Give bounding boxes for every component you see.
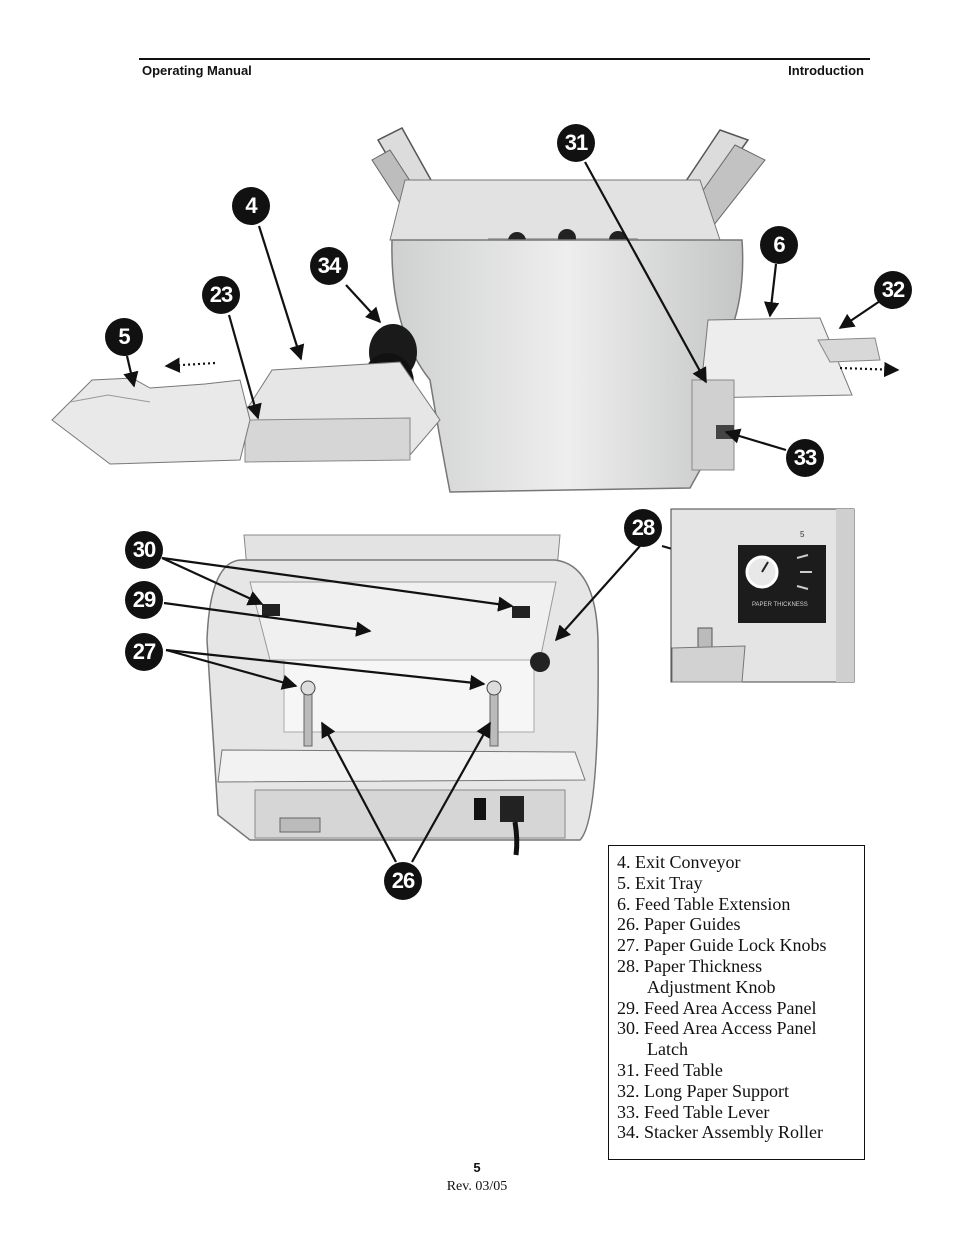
legend-item: 29. Feed Area Access Panel bbox=[617, 997, 817, 1018]
legend-item: 33. Feed Table Lever bbox=[617, 1101, 770, 1122]
callout-23: 23 bbox=[202, 276, 240, 314]
callout-27: 27 bbox=[125, 633, 163, 671]
revision-date: Rev. 03/05 bbox=[446, 1179, 508, 1194]
legend-item: 27. Paper Guide Lock Knobs bbox=[617, 935, 827, 956]
callout-5: 5 bbox=[105, 318, 143, 356]
header-rule bbox=[139, 58, 870, 60]
inset-number: 5 bbox=[800, 530, 805, 539]
header-right: Introduction bbox=[788, 63, 864, 78]
callout-32: 32 bbox=[874, 271, 912, 309]
parts-legend: 4. Exit Conveyor 5. Exit Tray 6. Feed Ta… bbox=[608, 845, 865, 1160]
page-number: 5 bbox=[473, 1160, 481, 1175]
callout-33: 33 bbox=[786, 439, 824, 477]
folder-machine-top-view bbox=[51, 127, 881, 493]
callout-4: 4 bbox=[232, 187, 270, 225]
top-figure-arrows bbox=[123, 161, 900, 452]
legend-item: 30. Feed Area Access Panel bbox=[617, 1018, 817, 1039]
feed-area-open-view bbox=[206, 534, 599, 856]
legend-item-continuation: Latch bbox=[647, 1039, 688, 1060]
legend-item: 28. Paper Thickness bbox=[617, 955, 763, 976]
callout-34: 34 bbox=[310, 247, 348, 285]
paper-thickness-inset: PAPER THICKNESS 5 bbox=[670, 508, 855, 683]
legend-item: 32. Long Paper Support bbox=[617, 1080, 789, 1101]
legend-item: 5. Exit Tray bbox=[617, 872, 703, 893]
legend-item-continuation: Adjustment Knob bbox=[647, 976, 776, 997]
callout-30: 30 bbox=[125, 531, 163, 569]
callout-29: 29 bbox=[125, 581, 163, 619]
inset-knob-label: PAPER THICKNESS bbox=[752, 602, 808, 608]
callout-26: 26 bbox=[384, 862, 422, 900]
callout-31: 31 bbox=[557, 124, 595, 162]
legend-item: 34. Stacker Assembly Roller bbox=[617, 1122, 823, 1143]
callout-6: 6 bbox=[760, 226, 798, 264]
header-left: Operating Manual bbox=[142, 63, 252, 78]
legend-item: 6. Feed Table Extension bbox=[617, 893, 791, 914]
legend-item: 4. Exit Conveyor bbox=[617, 852, 741, 872]
legend-item: 26. Paper Guides bbox=[617, 914, 741, 935]
legend-item: 31. Feed Table bbox=[617, 1059, 723, 1080]
callout-28: 28 bbox=[624, 509, 662, 547]
